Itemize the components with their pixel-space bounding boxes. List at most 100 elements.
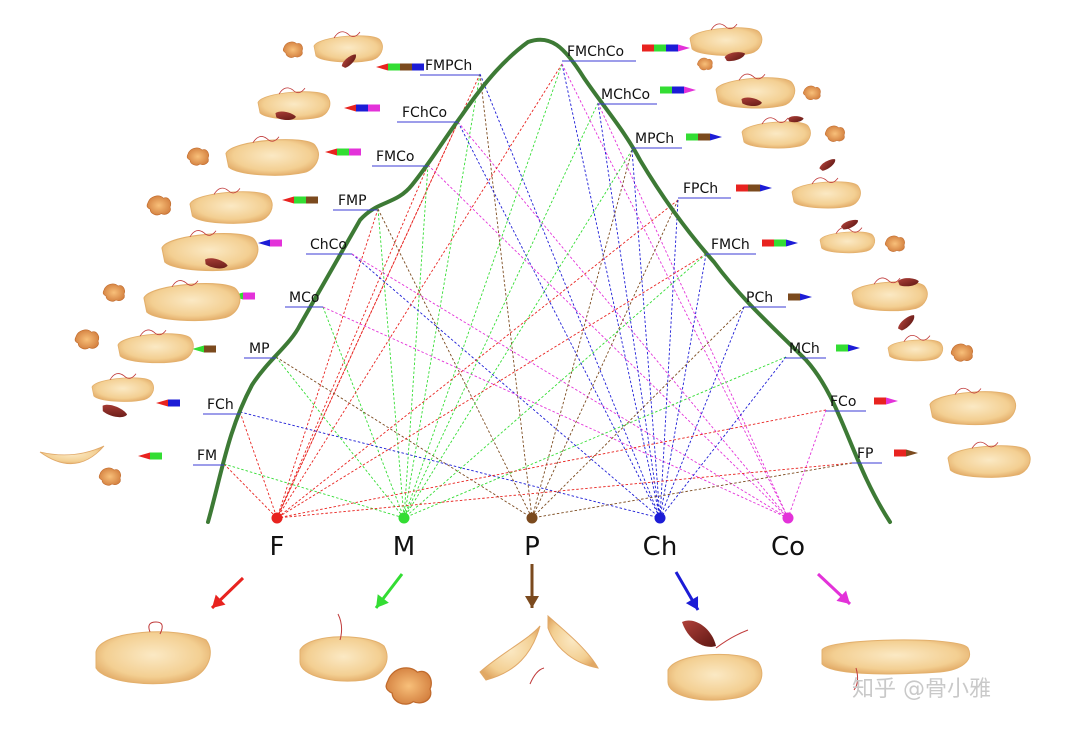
bottom-tissue-panels xyxy=(95,564,970,705)
ch-muscle-icon xyxy=(682,620,716,647)
tissue-illustrations xyxy=(39,23,1031,486)
fat-icon xyxy=(884,235,905,252)
fat-icon xyxy=(186,147,209,166)
arrow-co-icon xyxy=(816,572,852,606)
arrow-ch-icon xyxy=(674,571,700,611)
muscle-icon xyxy=(818,157,838,173)
edge-fp-f xyxy=(276,462,853,519)
edge-fmp-m xyxy=(377,208,405,519)
bone-plate-icon xyxy=(851,281,928,312)
edge-chco-co xyxy=(351,253,789,519)
combo-label-mp: MP xyxy=(249,341,270,357)
combo-marker-pch xyxy=(788,293,812,301)
combo-marker-fco xyxy=(874,397,898,405)
node-ch-dot xyxy=(654,512,666,524)
combo-label-mchco: MChCo xyxy=(601,87,650,103)
combination-curve xyxy=(206,37,892,524)
edge-fchco-f xyxy=(276,121,459,519)
edge-fmchco-f xyxy=(276,63,563,519)
f-tissue-panel xyxy=(95,631,211,685)
combo-label-fmp: FMP xyxy=(338,193,367,209)
combo-label-mco: MCo xyxy=(289,290,319,306)
edge-fmp-f xyxy=(276,208,379,519)
combo-marker-mpch xyxy=(686,133,722,141)
edge-mp-p xyxy=(275,356,533,519)
bone-shard-icon xyxy=(39,445,105,465)
m-fat-icon xyxy=(385,667,432,705)
combo-marker-fm xyxy=(138,452,162,460)
node-m-label: M xyxy=(393,532,415,562)
fat-icon xyxy=(803,85,821,101)
combo-label-fp: FP xyxy=(857,446,874,462)
combo-label-fpch: FPCh xyxy=(683,181,718,197)
bone-plate-icon xyxy=(689,27,763,56)
edge-fmco-co xyxy=(427,164,789,519)
fat-icon xyxy=(282,41,303,58)
fat-icon xyxy=(824,125,845,142)
edge-mchco-co xyxy=(597,102,789,519)
arrow-f-icon xyxy=(210,576,245,610)
combo-label-fmco: FMCo xyxy=(376,149,414,165)
muscle-icon xyxy=(840,217,860,231)
combo-label-fmch: FMCh xyxy=(711,237,750,253)
combo-label-mpch: MPCh xyxy=(635,131,674,147)
bone-plate-icon xyxy=(887,339,944,362)
muscle-icon xyxy=(100,402,129,421)
fat-icon xyxy=(74,329,100,350)
combo-label-fchco: FChCo xyxy=(402,105,447,121)
bone-plate-icon xyxy=(929,391,1017,426)
bone-plate-icon xyxy=(819,231,876,254)
edge-fmp-p xyxy=(377,208,533,519)
edge-fmpch-m xyxy=(403,73,481,519)
edge-fmch-ch xyxy=(659,253,707,519)
edge-fp-p xyxy=(531,462,853,519)
edge-fmchco-co xyxy=(561,63,789,519)
node-f-label: F xyxy=(270,532,285,562)
edge-mpch-m xyxy=(403,149,633,519)
arrow-p-icon xyxy=(525,564,539,608)
fat-icon xyxy=(950,343,973,362)
node-co-dot xyxy=(782,512,794,524)
combo-label-fco: FCo xyxy=(830,394,856,410)
connection-lines xyxy=(223,63,853,519)
fat-icon xyxy=(102,283,125,302)
combo-label-mch: MCh xyxy=(789,341,820,357)
combo-marker-mp xyxy=(192,345,216,353)
combination-labels: FMPChFChCoFMCoFMPChCoMCoMPFChFMFMChCoMCh… xyxy=(138,44,918,466)
combo-marker-fmch xyxy=(762,239,798,247)
edge-fmch-f xyxy=(276,253,707,519)
node-p-label: P xyxy=(524,532,540,562)
edge-fch-f xyxy=(239,411,278,519)
edge-mch-m xyxy=(403,356,787,519)
edge-mpch-ch xyxy=(631,149,661,519)
fat-icon xyxy=(146,195,172,216)
combo-marker-fchco xyxy=(344,104,380,112)
edge-fmch-m xyxy=(403,253,707,519)
p-shard-right xyxy=(547,614,599,669)
combo-marker-fpch xyxy=(736,184,772,192)
combo-marker-fp xyxy=(894,449,918,457)
edge-fpch-ch xyxy=(659,199,679,519)
edge-mch-ch xyxy=(659,356,787,519)
combo-marker-fch xyxy=(156,399,180,407)
bone-plate-icon xyxy=(117,333,194,364)
combo-label-fmchco: FMChCo xyxy=(567,44,624,60)
edge-mp-m xyxy=(275,356,405,519)
edge-fmpch-p xyxy=(479,73,533,519)
combo-marker-fmco xyxy=(325,148,361,156)
bone-plate-icon xyxy=(791,181,861,209)
muscle-icon xyxy=(896,312,918,333)
m-tissue-panel xyxy=(299,636,388,682)
p-shard-left xyxy=(479,625,541,681)
edge-fco-f xyxy=(276,409,827,519)
fat-icon xyxy=(98,467,121,486)
combo-marker-fmchco xyxy=(642,44,690,52)
node-m-dot xyxy=(398,512,410,524)
edge-fmco-f xyxy=(276,164,429,519)
bone-plate-icon xyxy=(741,121,811,149)
combo-marker-fmp xyxy=(282,196,318,204)
edge-fch-ch xyxy=(239,411,661,519)
edge-fm-f xyxy=(223,463,278,519)
